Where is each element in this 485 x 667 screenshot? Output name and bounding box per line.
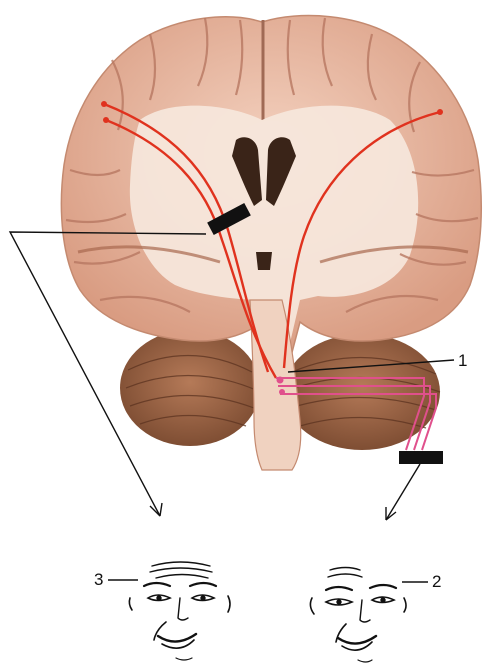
forehead-wrinkles-partial: [328, 568, 362, 578]
forehead-wrinkles: [150, 562, 212, 578]
label-1: 1: [458, 351, 467, 370]
label-3: 3: [94, 570, 103, 589]
lower-lesion-marker: [399, 451, 443, 464]
brain-coronal-section: [61, 16, 481, 470]
face-peripheral-palsy: [310, 568, 406, 663]
face-central-palsy: [129, 562, 230, 660]
lower-lesion-pointer: [386, 464, 420, 520]
label-2: 2: [432, 572, 441, 591]
